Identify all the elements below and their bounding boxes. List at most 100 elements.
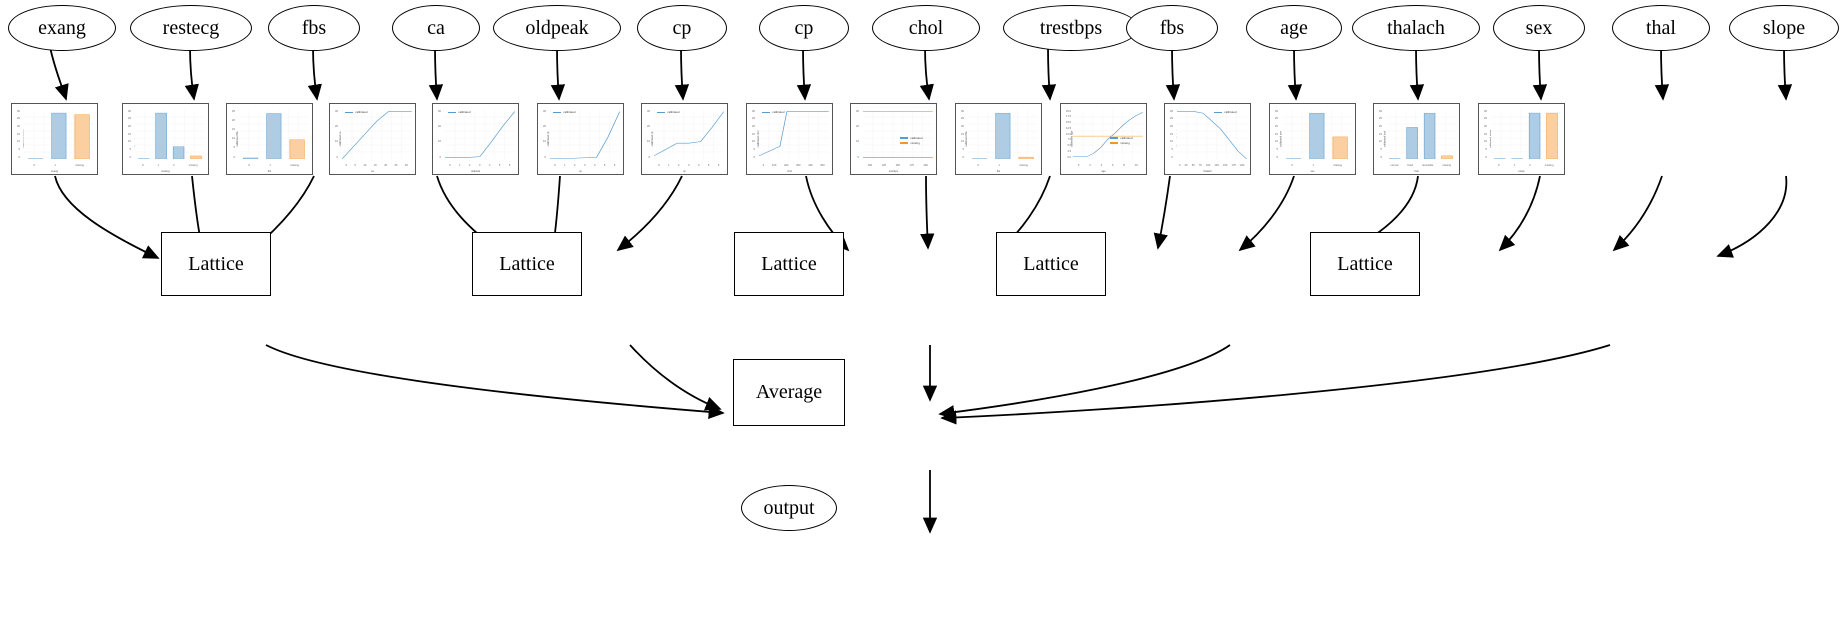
plot-area: [653, 109, 724, 159]
feature-node-fbs-2[interactable]: fbs: [1126, 5, 1218, 51]
feature-node-thalach[interactable]: thalach: [1352, 5, 1480, 51]
feature-node-fbs-1[interactable]: fbs: [268, 5, 360, 51]
plot-area: [1176, 109, 1247, 159]
feature-node-label: fbs: [1159, 17, 1185, 39]
feature-node-label: exang: [38, 17, 86, 39]
plot-x-label: fbs: [996, 170, 1001, 173]
plot-area: [1281, 109, 1352, 159]
plot-area: [1072, 109, 1143, 159]
plot-area: [134, 109, 205, 159]
plot-legend: calibrated: [345, 110, 367, 115]
plot-area: [23, 109, 94, 159]
feature-node-label: cp: [672, 17, 692, 39]
lattice-node-0[interactable]: Lattice: [161, 232, 271, 296]
average-label: Average: [755, 381, 823, 403]
plot-x-label: fbs: [267, 170, 272, 173]
plot-area: [341, 109, 412, 159]
lattice-node-3[interactable]: Lattice: [996, 232, 1106, 296]
plot-area: [1385, 109, 1456, 159]
feature-node-exang[interactable]: exang: [8, 5, 116, 51]
plot-x-label: age: [1101, 170, 1106, 173]
plot-area: [862, 109, 933, 159]
lattice-node-2[interactable]: Lattice: [734, 232, 844, 296]
feature-node-age[interactable]: age: [1246, 5, 1342, 51]
feature-node-label: age: [1280, 17, 1308, 39]
plot-x-label: sex: [1310, 170, 1315, 173]
feature-node-label: chol: [908, 17, 944, 39]
feature-node-cp-2[interactable]: cp: [759, 5, 849, 51]
plot-x-label: thal: [1414, 170, 1419, 173]
average-node[interactable]: Average: [733, 359, 845, 426]
feature-node-thal[interactable]: thal: [1612, 5, 1710, 51]
plot-legend: calibrated: [762, 110, 784, 115]
plot-area: [238, 109, 309, 159]
feature-node-chol[interactable]: chol: [872, 5, 980, 51]
plot-x-label: restecg: [161, 170, 170, 173]
feature-node-sex[interactable]: sex: [1493, 5, 1585, 51]
output-node[interactable]: output: [741, 485, 837, 531]
feature-node-restecg[interactable]: restecg: [130, 5, 252, 51]
feature-node-label: oldpeak: [525, 17, 589, 39]
feature-node-cp-1[interactable]: cp: [637, 5, 727, 51]
feature-node-label: slope: [1762, 17, 1806, 39]
feature-node-trestbps[interactable]: trestbps: [1003, 5, 1139, 51]
lattice-node-1[interactable]: Lattice: [472, 232, 582, 296]
plot-legend: calibrated: [553, 110, 575, 115]
lattice-node-4[interactable]: Lattice: [1310, 232, 1420, 296]
lattice-label: Lattice: [499, 252, 555, 275]
plot-x-label: oldpeak: [470, 170, 481, 173]
feature-node-ca[interactable]: ca: [392, 5, 480, 51]
plot-area: [549, 109, 620, 159]
feature-node-oldpeak[interactable]: oldpeak: [493, 5, 621, 51]
plot-area: [758, 109, 829, 159]
feature-node-label: thal: [1646, 17, 1676, 39]
plot-area: [444, 109, 515, 159]
output-label: output: [763, 497, 815, 519]
feature-node-slope[interactable]: slope: [1729, 5, 1839, 51]
feature-node-label: cp: [794, 17, 814, 39]
plot-x-label: thalach: [1203, 170, 1212, 173]
feature-node-label: restecg: [162, 17, 220, 39]
